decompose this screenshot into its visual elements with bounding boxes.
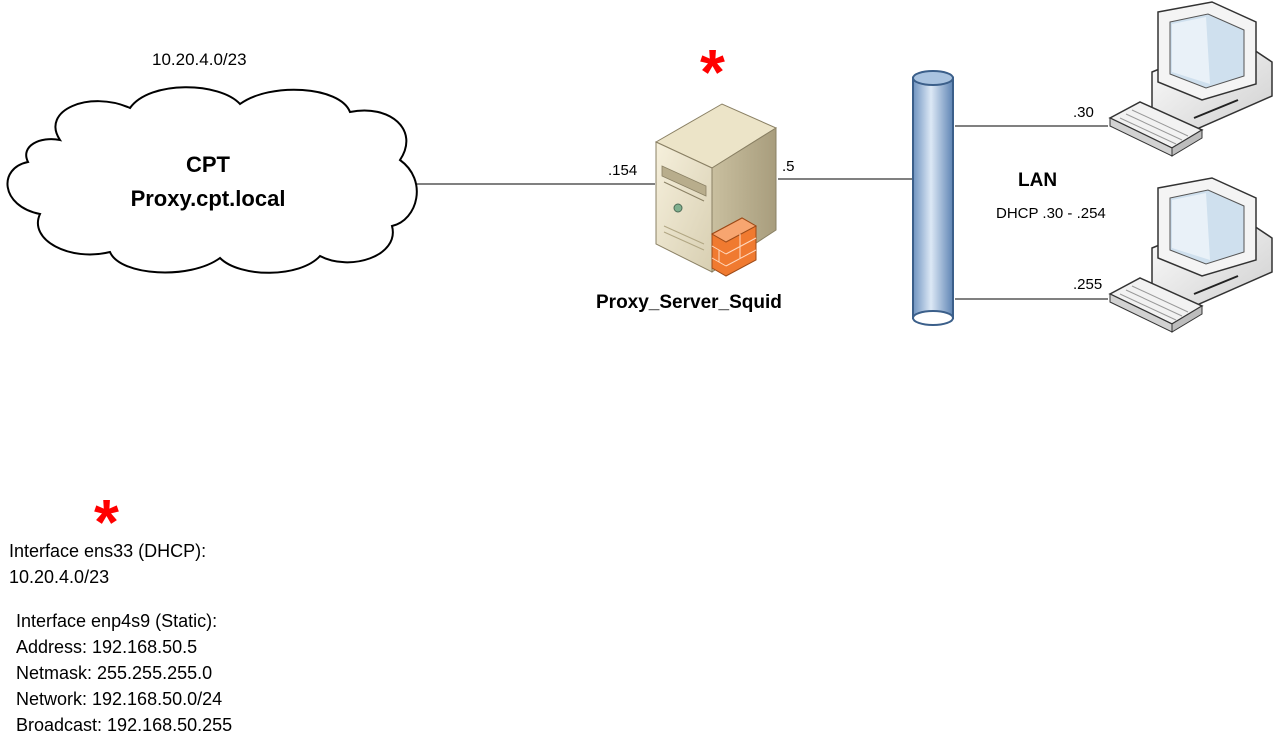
- cloud-shape: [6, 86, 418, 274]
- ens33-notes: Interface ens33 (DHCP): 10.20.4.0/23: [9, 538, 206, 590]
- ens33-title: Interface ens33 (DHCP):: [9, 541, 207, 561]
- client-ip-label-2: .255: [1073, 276, 1103, 293]
- enp4s9-title: Interface enp4s9 (Static):: [16, 611, 218, 631]
- lan-dhcp-range-label: DHCP .30 - .254: [996, 205, 1106, 222]
- workstation-icon-1[interactable]: [1108, 1, 1273, 157]
- firewall-icon: [710, 217, 758, 277]
- lan-bus-icon: [912, 70, 954, 326]
- proxy-lan-ip-label: .5: [782, 158, 795, 175]
- client-ip-label-1: .30: [1073, 104, 1094, 121]
- enp4s9-netmask: Netmask: 255.255.255.0: [16, 663, 213, 683]
- enp4s9-notes: Interface enp4s9 (Static): Address: 192.…: [16, 608, 232, 738]
- workstation-icon-2[interactable]: [1108, 177, 1273, 333]
- proxy-marker: *: [700, 36, 725, 108]
- proxy-wan-ip-label: .154: [608, 162, 638, 179]
- lan-label: LAN: [1018, 170, 1058, 191]
- enp4s9-network: Network: 192.168.50.0/24: [16, 689, 223, 709]
- cloud-name-label: CPT: [186, 152, 230, 177]
- notes-marker: *: [94, 486, 119, 558]
- ens33-subnet: 10.20.4.0/23: [9, 567, 110, 587]
- enp4s9-broadcast: Broadcast: 192.168.50.255: [16, 715, 233, 735]
- enp4s9-address: Address: 192.168.50.5: [16, 637, 198, 657]
- proxy-server-label: Proxy_Server_Squid: [596, 292, 782, 313]
- cloud-subnet-label: 10.20.4.0/23: [152, 50, 247, 69]
- cloud-host-label: Proxy.cpt.local: [130, 186, 286, 211]
